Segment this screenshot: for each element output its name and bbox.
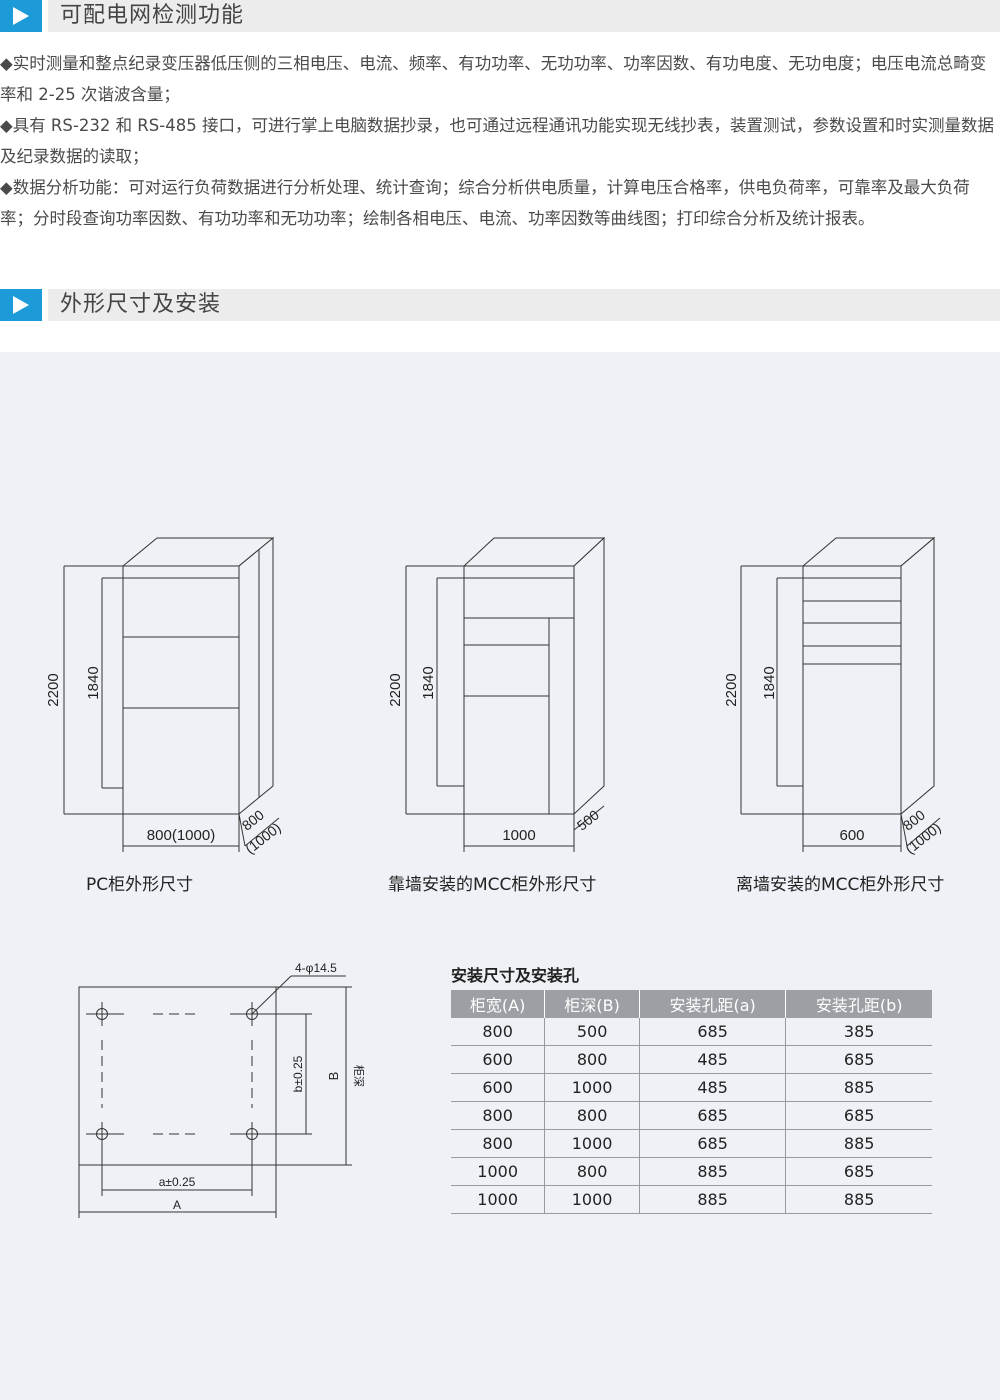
table-cell: 685 [785, 1157, 932, 1186]
table-row: 600 1000 485 885 [451, 1073, 932, 1102]
mounting-base-drawing [78, 975, 352, 1218]
table-cell: 1000 [451, 1157, 546, 1186]
A-dimension-label: A [173, 1198, 181, 1212]
table-cell: 385 [785, 1018, 932, 1046]
section-marker [0, 0, 42, 32]
feature-list: ◆实时测量和整点纪录变压器低压侧的三相电压、电流、频率、有功功率、无功功率、功率… [0, 48, 1000, 234]
table-cell: 800 [544, 1045, 640, 1074]
mcc-wall-height-label: 2200 [387, 673, 404, 706]
table-cell: 800 [544, 1101, 640, 1130]
table-cell: 1000 [544, 1185, 640, 1214]
mcc-wall-caption: 靠墙安装的MCC柜外形尺寸 [388, 875, 597, 895]
drawings-panel [0, 352, 1000, 1400]
mcc-free-cabinet-drawing [740, 536, 941, 852]
feature-item: ◆数据分析功能：可对运行负荷数据进行分析处理、统计查询；综合分析供电质量，计算电… [0, 178, 970, 228]
pc-width-label: 800(1000) [147, 827, 215, 844]
header-cabinet-depth: 柜深(B) [544, 990, 640, 1018]
play-arrow-icon [13, 296, 29, 314]
table-cell: 485 [639, 1073, 787, 1102]
table-cell: 685 [785, 1045, 932, 1074]
table-row: 1000 800 885 685 [451, 1157, 932, 1186]
B-dimension-label: B [326, 1072, 341, 1081]
mcc-free-width-label: 600 [839, 827, 864, 844]
table-cell: 885 [639, 1185, 787, 1214]
section-header-grid-detection: 可配电网检测功能 [0, 0, 1000, 32]
header-hole-spacing-b: 安装孔距(b) [785, 990, 932, 1018]
table-row: 1000 1000 885 885 [451, 1185, 932, 1214]
table-cell: 800 [451, 1101, 546, 1130]
mounting-holes-label: 4-φ14.5 [295, 961, 337, 975]
a-dimension-label: a±0.25 [159, 1175, 196, 1189]
table-row: 800 1000 685 885 [451, 1129, 932, 1158]
section-bar [48, 289, 1000, 321]
mcc-wall-inner-height-label: 1840 [420, 666, 437, 699]
table-row: 600 800 485 685 [451, 1045, 932, 1074]
b-dimension-label: b±0.25 [291, 1055, 305, 1092]
feature-item: ◆实时测量和整点纪录变压器低压侧的三相电压、电流、频率、有功功率、无功功率、功率… [0, 54, 987, 104]
header-hole-spacing-a: 安装孔距(a) [639, 990, 787, 1018]
pc-height-label: 2200 [45, 673, 62, 706]
table-cell: 885 [785, 1185, 932, 1214]
table-cell: 800 [451, 1129, 546, 1158]
section-title: 可配电网检测功能 [60, 3, 245, 28]
section-marker [0, 289, 42, 321]
mcc-free-inner-height-label: 1840 [761, 666, 778, 699]
table-cell: 885 [639, 1157, 787, 1186]
table-cell: 885 [785, 1129, 932, 1158]
mcc-free-caption: 离墙安装的MCC柜外形尺寸 [736, 875, 945, 895]
table-cell: 685 [639, 1101, 787, 1130]
feature-item: ◆具有 RS-232 和 RS-485 接口，可进行掌上电脑数据抄录，也可通过远… [0, 116, 994, 166]
section-bar [48, 0, 1000, 32]
section-header-dimensions: 外形尺寸及安装 [0, 289, 1000, 321]
mcc-wall-width-label: 1000 [502, 827, 535, 844]
mcc-wall-cabinet-drawing [405, 536, 606, 852]
pc-cabinet-caption: PC柜外形尺寸 [86, 875, 194, 895]
table-cell: 800 [544, 1157, 640, 1186]
table-row: 800 800 685 685 [451, 1101, 932, 1130]
play-arrow-icon [13, 7, 29, 25]
table-cell: 1000 [544, 1129, 640, 1158]
header-cabinet-width: 柜宽(A) [451, 990, 546, 1018]
mcc-free-height-label: 2200 [723, 673, 740, 706]
cabinet-depth-label: 柜深 [352, 1065, 365, 1087]
table-cell: 500 [544, 1018, 640, 1046]
table-cell: 1000 [451, 1185, 546, 1214]
table-cell: 800 [451, 1018, 546, 1046]
pc-cabinet-drawing [63, 536, 280, 852]
table-cell: 685 [639, 1129, 787, 1158]
table-cell: 485 [639, 1045, 787, 1074]
table-cell: 685 [639, 1018, 787, 1046]
installation-dimensions-table: 柜宽(A) 柜深(B) 安装孔距(a) 安装孔距(b) 800 500 685 … [451, 990, 932, 1214]
table-header-row: 柜宽(A) 柜深(B) 安装孔距(a) 安装孔距(b) [451, 990, 932, 1018]
pc-inner-height-label: 1840 [85, 666, 102, 699]
table-cell: 600 [451, 1045, 546, 1074]
table-cell: 685 [785, 1101, 932, 1130]
table-cell: 1000 [544, 1073, 640, 1102]
table-cell: 600 [451, 1073, 546, 1102]
table-cell: 885 [785, 1073, 932, 1102]
table-row: 800 500 685 385 [451, 1018, 932, 1046]
table-title: 安装尺寸及安装孔 [451, 966, 580, 985]
section-title: 外形尺寸及安装 [60, 292, 222, 317]
